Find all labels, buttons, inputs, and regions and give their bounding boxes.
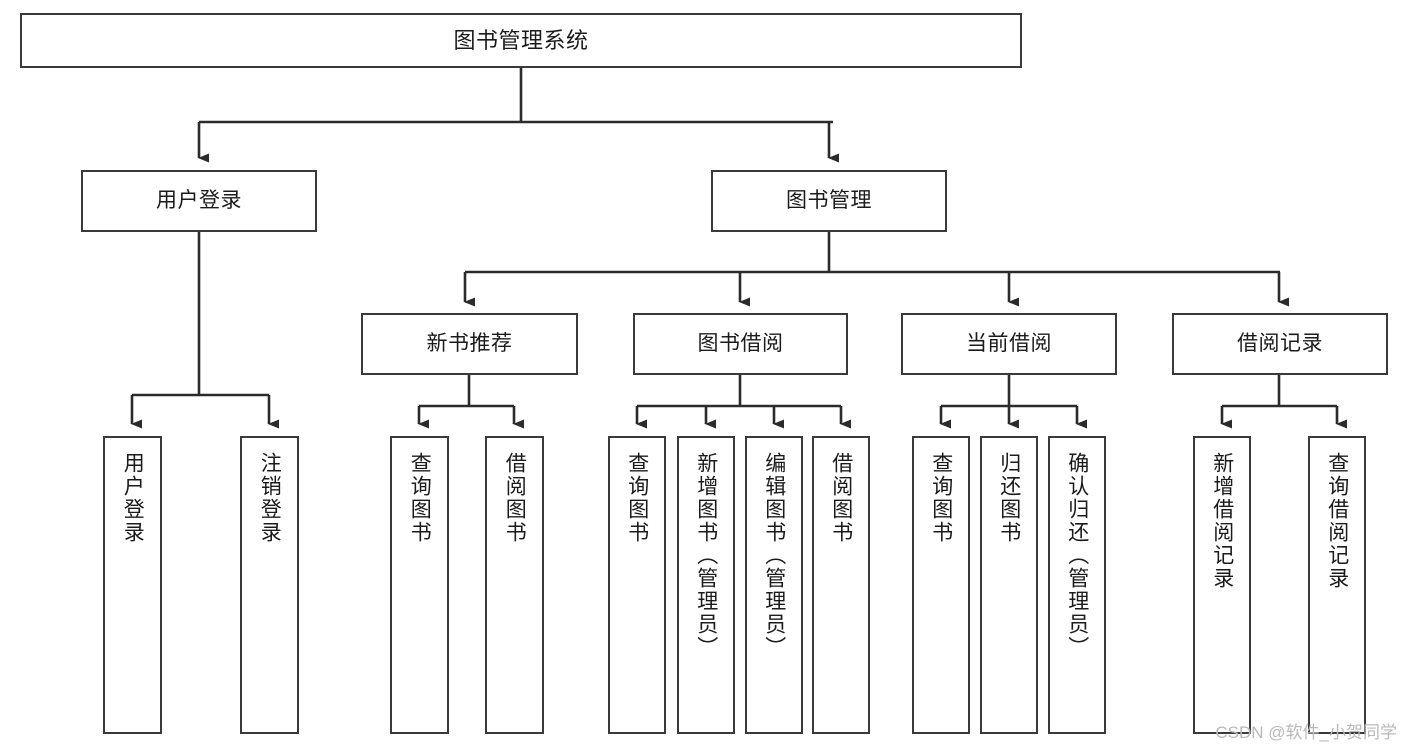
node-root-system-label: 图书管理系统 [453, 27, 589, 53]
leaf-query-book-3[interactable]: 查询图书 [912, 436, 970, 734]
leaf-borrow-book-2[interactable]: 借阅图书 [812, 436, 870, 734]
node-new-book-recommend[interactable]: 新书推荐 [361, 313, 578, 375]
leaf-query-record[interactable]: 查询借阅记录 [1308, 436, 1366, 734]
node-user-login-label: 用户登录 [156, 188, 242, 212]
node-new-book-recommend-label: 新书推荐 [426, 331, 513, 355]
leaf-borrow-book-1-label: 借阅图书 [503, 452, 527, 544]
leaf-add-book[interactable]: 新增图书（管理员） [677, 436, 735, 734]
leaf-user-login-label: 用户登录 [121, 452, 145, 544]
leaf-confirm-return-label: 确认归还（管理员） [1065, 452, 1089, 659]
node-book-management-label: 图书管理 [786, 188, 872, 212]
leaf-add-record-label: 新增借阅记录 [1210, 452, 1234, 590]
node-root-system[interactable]: 图书管理系统 [20, 13, 1022, 68]
leaf-query-book-2[interactable]: 查询图书 [608, 436, 666, 734]
leaf-query-book-1[interactable]: 查询图书 [390, 436, 449, 734]
leaf-user-login[interactable]: 用户登录 [103, 436, 162, 734]
node-user-login[interactable]: 用户登录 [81, 170, 317, 232]
leaf-query-book-3-label: 查询图书 [929, 452, 953, 544]
node-book-borrow[interactable]: 图书借阅 [633, 313, 848, 375]
node-borrow-record[interactable]: 借阅记录 [1172, 313, 1388, 375]
node-current-borrow[interactable]: 当前借阅 [901, 313, 1117, 375]
node-current-borrow-label: 当前借阅 [966, 331, 1052, 355]
node-book-management[interactable]: 图书管理 [711, 170, 947, 232]
leaf-logout-label: 注销登录 [258, 452, 282, 544]
leaf-edit-book[interactable]: 编辑图书（管理员） [745, 436, 803, 734]
leaf-return-book-label: 归还图书 [997, 452, 1021, 544]
leaf-logout[interactable]: 注销登录 [240, 436, 299, 734]
node-borrow-record-label: 借阅记录 [1237, 331, 1323, 355]
leaf-confirm-return[interactable]: 确认归还（管理员） [1048, 436, 1106, 734]
leaf-borrow-book-1[interactable]: 借阅图书 [485, 436, 544, 734]
leaf-borrow-book-2-label: 借阅图书 [829, 452, 853, 544]
leaf-add-book-label: 新增图书（管理员） [694, 452, 718, 659]
leaf-return-book[interactable]: 归还图书 [980, 436, 1038, 734]
leaf-query-record-label: 查询借阅记录 [1325, 452, 1349, 590]
leaf-query-book-1-label: 查询图书 [408, 452, 432, 544]
node-book-borrow-label: 图书借阅 [697, 331, 784, 355]
leaf-query-book-2-label: 查询图书 [625, 452, 649, 544]
leaf-edit-book-label: 编辑图书（管理员） [762, 452, 786, 659]
leaf-add-record[interactable]: 新增借阅记录 [1193, 436, 1251, 734]
csdn-watermark: CSDN @软件_小贺同学 [1215, 723, 1397, 742]
